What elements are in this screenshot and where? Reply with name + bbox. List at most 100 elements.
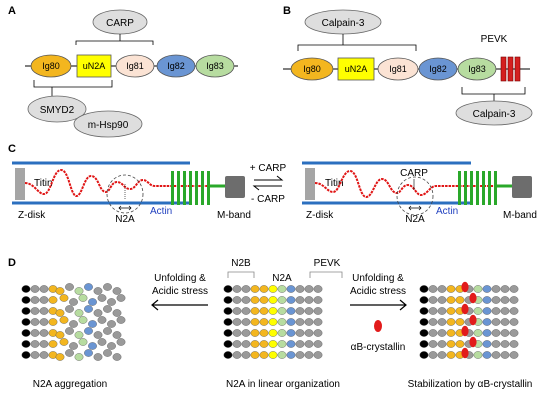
z-disk-label-right: Z-disk (306, 210, 334, 221)
calpain-bottom-label: Calpain-3 (473, 109, 516, 120)
titin-domain-bead (232, 296, 242, 304)
titin-domain-bead (116, 294, 126, 302)
titin-domain-bead (232, 351, 242, 359)
actin-bar (171, 171, 174, 205)
titin-domain-bead (313, 285, 323, 293)
titin-string-left (24, 168, 215, 197)
titin-domain-bead (500, 329, 510, 337)
titin-domain-bead (437, 307, 447, 315)
titin-domain-bead (259, 329, 269, 337)
smyd2-label: SMYD2 (40, 105, 75, 116)
crystallin-bead (461, 303, 469, 315)
titin-domain-bead (437, 340, 447, 348)
pevk-segment (514, 56, 521, 82)
titin-domain-bead (473, 351, 483, 359)
titin-domain-bead (268, 296, 278, 304)
titin-domain-bead (112, 353, 122, 361)
titin-domain-bead (74, 309, 84, 317)
titin-domain-bead (295, 351, 305, 359)
titin-domain-bead (232, 307, 242, 315)
n2a-region-circle-right (396, 176, 434, 216)
titin-domain-bead (437, 351, 447, 359)
titin-domain-bead (30, 307, 40, 315)
titin-domain-bead (313, 296, 323, 304)
titin-domain-bead (437, 285, 447, 293)
panel-c-letter: C (8, 143, 16, 155)
titin-domain-bead (482, 307, 492, 315)
calpain-top-bracket (297, 34, 417, 51)
panel-d-letter: D (8, 257, 16, 269)
left-arrow-text-2: Acidic stress (152, 286, 208, 297)
panel-a: A CARP Ig80 uN2A Ig81 Ig82 Ig83 SMYD2 m-… (8, 5, 238, 138)
titin-domain-bead (39, 318, 49, 326)
titin-domain-bead (473, 329, 483, 337)
titin-domain-bead (482, 340, 492, 348)
titin-domain-bead (419, 329, 429, 337)
titin-domain-bead (241, 351, 251, 359)
aggregation-arrow (151, 299, 208, 311)
un2a-domain-b (337, 57, 375, 81)
titin-domain-bead (250, 340, 260, 348)
titin-domain-bead (313, 329, 323, 337)
titin-domain-bead (277, 296, 287, 304)
titin-domain-bead (437, 329, 447, 337)
minus-carp-label: - CARP (251, 194, 285, 205)
left-arrow-text-1: Unfolding & (154, 273, 206, 284)
linear-cluster (223, 285, 323, 359)
titin-domain-bead (48, 296, 58, 304)
forward-arrow (254, 175, 284, 181)
titin-domain-bead (419, 351, 429, 359)
titin-domain-bead (21, 351, 31, 359)
titin-domain-bead (223, 340, 233, 348)
panel-c: C Titin N2A Actin Z-disk (8, 143, 537, 225)
titin-domain-bead (30, 340, 40, 348)
titin-domain-bead (482, 351, 492, 359)
titin-domain-bead (277, 329, 287, 337)
titin-domain-bead (500, 296, 510, 304)
actin-bar (195, 171, 198, 205)
actin-label-right: Actin (436, 206, 458, 217)
titin-domain-bead (295, 318, 305, 326)
panel-a-letter: A (8, 5, 16, 17)
titin-domain-bead (241, 329, 251, 337)
titin-domain-bead (509, 318, 519, 326)
titin-domain-bead (286, 307, 296, 315)
titin-domain-bead (428, 329, 438, 337)
titin-domain-bead (304, 285, 314, 293)
titin-domain-bead (21, 340, 31, 348)
titin-domain-bead (250, 351, 260, 359)
m-band-left (225, 176, 245, 198)
titin-domain-bead (473, 285, 483, 293)
titin-domain-bead (446, 307, 456, 315)
titin-domain-bead (455, 296, 465, 304)
titin-domain-bead (241, 318, 251, 326)
titin-domain-bead (259, 351, 269, 359)
titin-domain-bead (93, 331, 103, 339)
titin-domain-bead (55, 331, 65, 339)
titin-domain-bead (491, 340, 501, 348)
titin-domain-bead (259, 318, 269, 326)
right-arrow-text-2: Acidic stress (350, 286, 406, 297)
titin-domain-bead (304, 318, 314, 326)
titin-domain-bead (500, 318, 510, 326)
titin-domain-bead (259, 340, 269, 348)
titin-domain-bead (97, 316, 107, 324)
titin-domain-bead (84, 327, 93, 335)
titin-domain-bead (65, 327, 74, 335)
titin-domain-bead (241, 340, 251, 348)
titin-domain-bead (65, 349, 74, 357)
titin-domain-bead (30, 318, 40, 326)
titin-domain-bead (295, 340, 305, 348)
caption-left: N2A aggregation (33, 379, 108, 390)
ig80-label-b: Ig80 (303, 64, 321, 74)
titin-domain-bead (39, 351, 49, 359)
titin-domain-bead (78, 294, 88, 302)
titin-domain-bead (39, 296, 49, 304)
titin-domain-bead (304, 340, 314, 348)
carp-label: CARP (106, 18, 134, 29)
titin-domain-bead (268, 285, 278, 293)
titin-domain-bead (30, 296, 40, 304)
titin-domain-bead (428, 285, 438, 293)
titin-domain-bead (509, 307, 519, 315)
